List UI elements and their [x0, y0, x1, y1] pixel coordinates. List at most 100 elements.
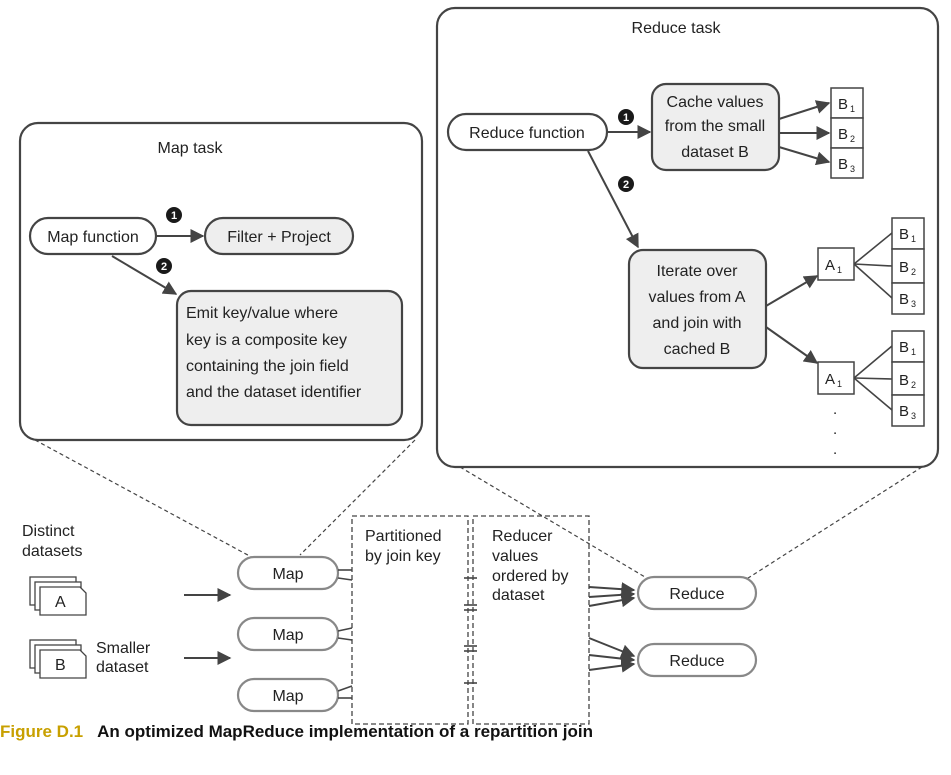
iterate-line-2: values from A: [649, 289, 746, 306]
bottom-b1-sub: 1: [911, 347, 916, 357]
map-node-2-label: Map: [272, 627, 303, 644]
bottom-b2-sub: 2: [911, 380, 916, 390]
svg-text:Distinct: Distinct: [22, 523, 75, 540]
reduce-badge-2: 2: [618, 176, 634, 192]
join-group-top: A 1 B 1 B 2 B 3: [817, 217, 925, 315]
svg-text:2: 2: [623, 179, 629, 191]
a1-top-sub: 1: [837, 265, 842, 275]
map-node-3-label: Map: [272, 688, 303, 705]
a1-bottom-sub: 1: [837, 379, 842, 389]
reduce-function-node: Reduce function: [446, 112, 609, 152]
iterate-line-1: Iterate over: [657, 263, 739, 280]
top-b1-sub: 1: [911, 234, 916, 244]
map-output-lines: [337, 569, 353, 699]
reducer-line-2: values: [492, 548, 538, 565]
reducer-line-4: dataset: [492, 587, 545, 604]
top-b1-label: B: [899, 226, 909, 243]
a1-bottom-label: A: [825, 371, 835, 388]
reduce-task-title: Reduce task: [632, 20, 722, 37]
cache-values-node: Cache values from the small dataset B: [650, 82, 781, 172]
dataset-a-doc: A: [29, 576, 87, 616]
reduce-badge-1: 1: [618, 109, 634, 125]
cached-b2-label: B: [838, 126, 848, 143]
svg-text:dataset: dataset: [96, 659, 149, 676]
cached-b1-sub: 1: [850, 104, 855, 114]
svg-text:1: 1: [623, 112, 629, 124]
bottom-b3-sub: 3: [911, 411, 916, 421]
top-b2-sub: 2: [911, 267, 916, 277]
svg-text:.: .: [833, 401, 837, 418]
iterate-to-a1-bottom-arrow: [765, 326, 819, 364]
dataset-a-label: A: [55, 594, 66, 611]
emit-line-3: containing the join field: [186, 358, 349, 375]
svg-text:.: .: [833, 421, 837, 438]
reduce-input-arrows: [588, 582, 636, 673]
reduce-node-2-label: Reduce: [669, 653, 724, 670]
map-zoom-line-right: [299, 439, 416, 556]
cache-line-2: from the small: [665, 118, 765, 135]
iterate-line-4: cached B: [664, 341, 731, 358]
figure-caption: Figure D.1 An optimized MapReduce impleme…: [0, 722, 951, 752]
cache-line-3: dataset B: [681, 144, 749, 161]
a1-top-label: A: [825, 257, 835, 274]
cached-b-column: B 1 B 2 B 3: [830, 87, 864, 179]
reducer-line-3: ordered by: [492, 568, 569, 585]
emit-line-1: Emit key/value where: [186, 305, 338, 322]
filter-project-label: Filter + Project: [227, 229, 331, 246]
map-function-node: Map function: [28, 216, 158, 256]
bottom-b1-label: B: [899, 339, 909, 356]
reduce-node-2: Reduce: [636, 642, 758, 678]
reduce-node-1: Reduce: [636, 575, 758, 611]
reducer-ordering-stage: Reducer values ordered by dataset: [472, 515, 590, 725]
partition-line-1: Partitioned: [365, 528, 442, 545]
emit-line-2: key is a composite key: [186, 332, 347, 349]
cache-line-1: Cache values: [667, 94, 764, 111]
figure-title: An optimized MapReduce implementation of…: [97, 722, 593, 741]
dataset-b-doc: B: [29, 639, 87, 679]
join-group-bottom: A 1 B 1 B 2 B 3: [817, 330, 925, 427]
shuffle-ticks: [464, 577, 477, 684]
map-task-title: Map task: [158, 140, 224, 157]
map-node-1: Map: [236, 555, 340, 591]
top-b3-label: B: [899, 291, 909, 308]
top-b3-sub: 3: [911, 299, 916, 309]
map-node-3: Map: [236, 677, 340, 713]
top-b2-label: B: [899, 259, 909, 276]
smaller-dataset-label: Smaller dataset: [96, 640, 151, 676]
emit-line-4: and the dataset identifier: [186, 384, 362, 401]
map-zoom-line-left: [34, 439, 258, 561]
reduce-zoom-line-left: [459, 466, 651, 581]
cached-b1-label: B: [838, 96, 848, 113]
partition-line-2: by join key: [365, 548, 441, 565]
reduce-function-label: Reduce function: [469, 125, 585, 142]
svg-text:datasets: datasets: [22, 543, 82, 560]
reduce-zoom-line-right: [744, 466, 923, 581]
map-function-label: Map function: [47, 229, 139, 246]
map-node-1-label: Map: [272, 566, 303, 583]
cached-b3-label: B: [838, 156, 848, 173]
svg-text:.: .: [833, 441, 837, 458]
map-badge-1: 1: [166, 207, 182, 223]
reduce-node-1-label: Reduce: [669, 586, 724, 603]
cache-to-b1-arrow: [778, 100, 831, 120]
iterate-values-node: Iterate over values from A and join with…: [627, 248, 768, 370]
filter-project-node: Filter + Project: [203, 216, 355, 256]
bottom-b3-label: B: [899, 403, 909, 420]
svg-text:Smaller: Smaller: [96, 640, 151, 657]
cached-b3-sub: 3: [850, 164, 855, 174]
map-to-emit-arrow: [111, 255, 178, 295]
distinct-datasets-label: Distinct datasets: [22, 523, 82, 560]
svg-text:2: 2: [161, 261, 167, 273]
figure-number: Figure D.1: [0, 722, 84, 741]
partition-stage: Partitioned by join key: [351, 515, 469, 725]
svg-text:1: 1: [171, 210, 177, 222]
reducer-line-1: Reducer: [492, 528, 553, 545]
bottom-b2-label: B: [899, 372, 909, 389]
map-task-panel: Map task Map function Filter + Project 1…: [18, 121, 424, 442]
iterate-line-3: and join with: [653, 315, 742, 332]
emit-key-value-node: Emit key/value where key is a composite …: [175, 289, 404, 427]
reduce-task-panel: Reduce task Reduce function Cache values…: [435, 6, 940, 469]
map-node-2: Map: [236, 616, 340, 652]
iterate-to-a1-top-arrow: [765, 275, 819, 307]
